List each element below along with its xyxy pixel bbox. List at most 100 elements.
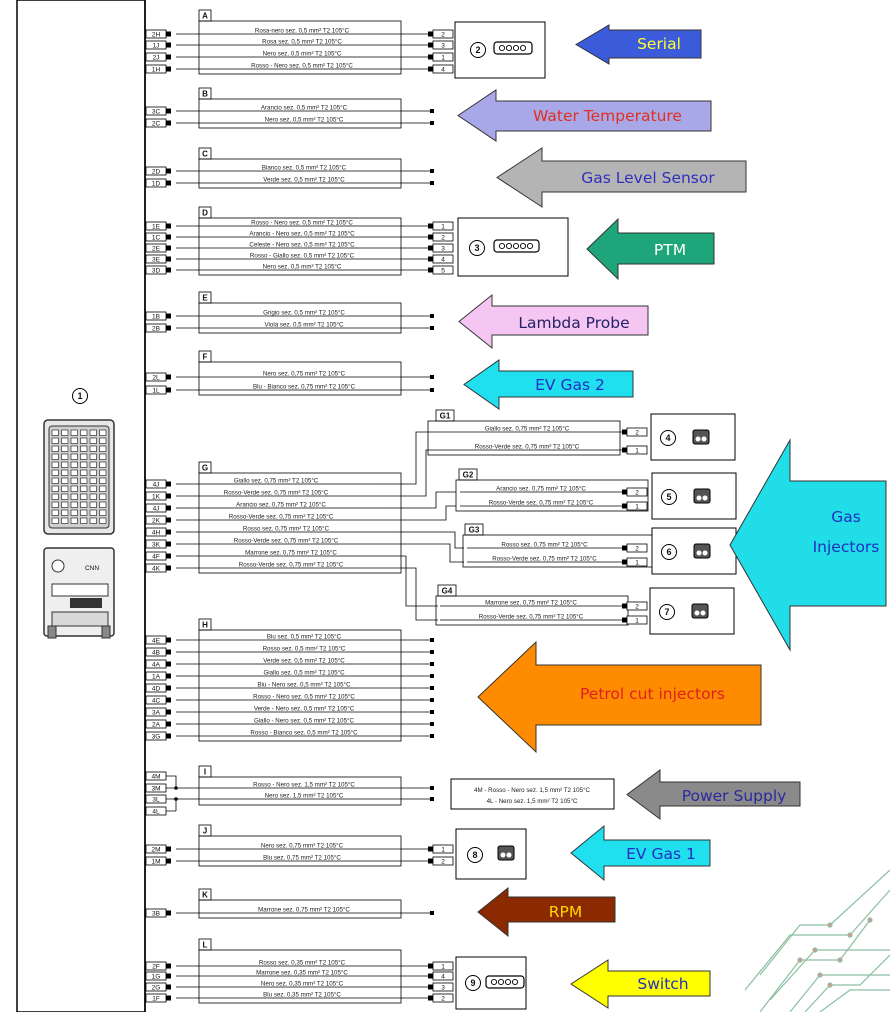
ecu-connector-icon <box>43 419 115 535</box>
wire-terminal <box>166 517 171 523</box>
wire-end <box>430 326 434 330</box>
sub-block-label: G1 <box>440 412 451 421</box>
wire-terminal <box>166 223 171 229</box>
block-letter: K <box>202 891 208 900</box>
ecu-pin-cell <box>80 485 88 492</box>
wire-terminal <box>166 637 171 643</box>
wire-label: Rosso-Verde sez. 0,75 mm² T2 105°C <box>229 514 334 521</box>
wire-label: Rosso - Giallo sez. 0,5 mm² T2 105°C <box>250 253 355 260</box>
connector-pin-tag-box <box>626 601 648 611</box>
wire-terminal <box>166 963 171 969</box>
ecu-pin-tag: 1H <box>152 66 161 73</box>
sub-block-frame <box>435 595 629 626</box>
injector-pin-icon <box>506 852 512 858</box>
wire-label: Blu sez. 0,5 mm² T2 105°C <box>267 634 342 641</box>
wire-label: Verde sez. 0,5 mm² T2 105°C <box>263 658 345 665</box>
ecu-pin-cell <box>89 517 97 524</box>
ecu-pin-cell <box>80 509 88 516</box>
block-letter: E <box>202 294 208 303</box>
connector-pin-tag-box <box>432 844 454 854</box>
connector-pin-tag: 1 <box>635 617 639 624</box>
block-J-frame <box>198 835 402 867</box>
block-L-frame <box>198 949 402 1004</box>
ecu-pin-cell <box>80 437 88 444</box>
wire-label: Rosso sez. 0,75 mm² T2 105°C <box>243 526 330 533</box>
connector-number: 4 <box>665 433 670 443</box>
wire-end <box>430 650 434 654</box>
ecu-pin-cell <box>99 501 107 508</box>
wire-terminal <box>166 910 171 916</box>
connector-pin-tag-box <box>432 971 454 981</box>
block-H-frame <box>198 629 402 742</box>
connector-number-circle <box>659 604 675 620</box>
connector-pin-tag-box <box>626 427 648 437</box>
wire-terminal <box>166 66 171 72</box>
wire-end <box>430 674 434 678</box>
ecu-pin-cell <box>99 493 107 500</box>
ecu-pin-tag: 4L <box>152 808 160 815</box>
ecu-pin-tag: 2D <box>152 168 161 175</box>
connector-pin-tag: 2 <box>441 858 445 865</box>
ecu-pin-cell <box>89 461 97 468</box>
ecu-pin-cell <box>70 445 78 452</box>
wire-label: Blu sez. 0,75 mm² T2 105°C <box>263 855 341 862</box>
callout-arrow-rpm <box>477 886 616 938</box>
wire-terminal <box>166 374 171 380</box>
wire-terminal <box>166 245 171 251</box>
block-letter: J <box>203 827 207 836</box>
wire-label: Nero sez. 1,5 mm² T2 105°C <box>265 793 344 800</box>
ecu-pin-cell <box>61 493 69 500</box>
wire-label: Bianco sez. 0,5 mm² T2 105°C <box>262 165 347 172</box>
wire-end <box>430 109 434 113</box>
ecu-pin-cell <box>51 477 59 484</box>
ecu-pin-cell <box>99 477 107 484</box>
wire-terminal <box>166 493 171 499</box>
circuit-node <box>867 917 873 923</box>
wire-route <box>386 505 456 521</box>
wire-end <box>430 121 434 125</box>
power-note-line: 4M - Rosso - Nero sez. 1,5 mm² T2 105°C <box>474 787 590 794</box>
wire-label: Grigio sez. 0,5 mm² T2 105°C <box>263 310 345 317</box>
ecu-pin-tag: 2C <box>152 120 161 127</box>
ecu-pin-tag: 3C <box>152 108 161 115</box>
wire-label: Rosso - Nero sez. 0,5 mm² T2 105°C <box>251 220 353 227</box>
callout-arrow-lambda-probe <box>458 293 649 350</box>
wire-label: Giallo - Nero sez. 0,5 mm² T2 105°C <box>254 718 355 725</box>
ecu-pin-tag: 4A <box>152 661 161 668</box>
wire-terminal <box>166 234 171 240</box>
callout-label: Switch <box>637 975 688 993</box>
circuit-node <box>812 947 818 953</box>
wire-terminal <box>428 31 433 37</box>
connector-pin-tag: 1 <box>441 223 445 230</box>
callout-label: EV Gas 1 <box>626 845 696 863</box>
injector-pin-icon <box>695 436 701 442</box>
ecu-pin-cell <box>89 437 97 444</box>
callout-arrow-ev-gas-2 <box>463 359 634 410</box>
block-E-frame <box>198 302 402 334</box>
wire-label: Nero sez. 0,35 mm² T2 105°C <box>261 981 344 988</box>
ecu-side-label: CNN <box>85 565 99 572</box>
ecu-pin-cell <box>61 485 69 492</box>
ecu-pin-cell <box>89 453 97 460</box>
plug-pin-icon <box>519 242 527 250</box>
connector-number: 8 <box>472 850 477 860</box>
wire-label: Rosso - Nero sez. 0,5 mm² T2 105°C <box>253 694 355 701</box>
connector-pin-tag-box <box>626 501 648 511</box>
ecu-pin-cell <box>51 461 59 468</box>
block-letter: L <box>203 941 208 950</box>
wire-label: Nero sez. 0,75 mm² T2 105°C <box>261 843 344 850</box>
injector-plug-icon <box>693 488 711 504</box>
ecu-pin-tag: 3B <box>152 910 160 917</box>
ecu-pin-tag: 1J <box>153 42 160 49</box>
ecu-pin-cell <box>70 501 78 508</box>
wire-label: Rosso-Verde sez. 0,75 mm² T2 105°C <box>239 562 344 569</box>
block-F-frame <box>198 361 402 396</box>
connector-number: 6 <box>666 547 671 557</box>
wire-terminal <box>166 846 171 852</box>
wire-terminal <box>166 387 171 393</box>
ecu-pin-cell <box>51 445 59 452</box>
wire-label: Celeste - Nero sez. 0,5 mm² T2 105°C <box>249 242 355 249</box>
wire-end <box>430 169 434 173</box>
wire-end <box>430 686 434 690</box>
